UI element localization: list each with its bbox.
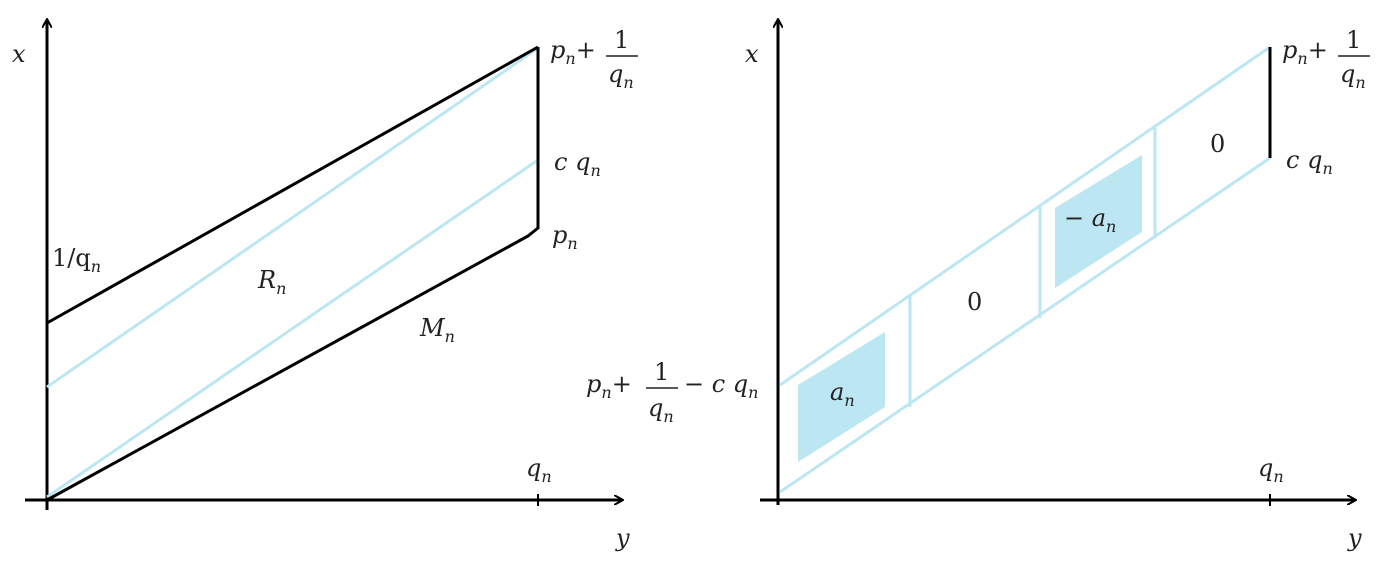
right-y-axis-label: y	[1347, 524, 1362, 552]
shaded-cell-a	[798, 332, 885, 462]
left-diagram: x y 1/qn Rn Mn pn+ 1 qn c qn pn qn	[12, 20, 638, 552]
right-label-p-plus-1-over-q: pn+ 1 qn	[1282, 26, 1370, 92]
left-label-R: Rn	[257, 266, 286, 298]
left-label-p: pn	[552, 221, 578, 253]
right-label-cq: c qn	[1286, 146, 1333, 178]
left-label-one-over-q: 1/qn	[52, 244, 101, 276]
svg-text:1: 1	[1346, 26, 1361, 54]
svg-text:1: 1	[614, 26, 629, 54]
cell-label-zero-2: 0	[1210, 130, 1225, 158]
right-diagram: x y pn+ 1 qn c qn pn+ 1 qn − c qn an 0 −…	[586, 20, 1370, 552]
cell-label-a: an	[830, 378, 855, 410]
svg-text:pn+: pn+	[550, 36, 596, 68]
left-x-axis-label: x	[12, 40, 26, 68]
right-x-axis-label: x	[745, 40, 759, 68]
left-label-q: qn	[526, 454, 552, 486]
left-blue-line-upper	[46, 46, 539, 389]
left-label-cq: c qn	[554, 148, 601, 180]
svg-text:1: 1	[654, 358, 669, 386]
svg-text:qn: qn	[648, 394, 674, 426]
shaded-cell-minus-a	[1055, 155, 1142, 288]
svg-text:qn: qn	[608, 60, 634, 92]
left-label-M: Mn	[419, 314, 455, 346]
left-y-axis-label: y	[615, 524, 630, 552]
left-bottom-boundary	[46, 226, 539, 502]
right-blue-upper	[779, 45, 1271, 387]
right-blue-lower	[779, 156, 1271, 494]
cell-label-zero-1: 0	[967, 288, 982, 316]
svg-text:qn: qn	[1340, 60, 1366, 92]
left-blue-line-lower	[46, 158, 539, 499]
cell-label-minus-a: − an	[1064, 204, 1116, 236]
svg-text:pn+: pn+	[586, 370, 632, 402]
right-label-q: qn	[1258, 454, 1284, 486]
right-label-p-plus-1-over-q-minus-cq: pn+ 1 qn − c qn	[586, 358, 758, 426]
left-top-boundary	[46, 45, 539, 325]
svg-text:− c qn: − c qn	[684, 370, 758, 402]
svg-text:pn+: pn+	[1282, 36, 1328, 68]
left-label-p-plus-1-over-q: pn+ 1 qn	[550, 26, 638, 92]
